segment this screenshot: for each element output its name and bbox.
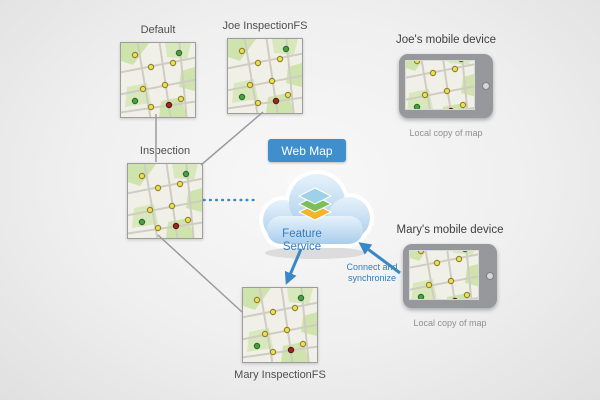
map-node-joe-inspectionfs: Joe InspectionFS [223, 18, 308, 114]
map-thumbnail-mary-inspectionfs [242, 287, 318, 363]
feature-service-label: Feature Service [282, 228, 322, 254]
joe-mobile-device: Joe's mobile device Local copy of map [396, 34, 496, 138]
map-label-inspection: Inspection [139, 145, 191, 157]
mary-tablet-screen [409, 250, 479, 300]
layers-icon [297, 187, 333, 221]
joe-tablet-screen [405, 60, 475, 110]
map-label-default: Default [140, 24, 176, 36]
map-thumbnail-default [120, 42, 196, 118]
mary-tablet-map [410, 251, 478, 299]
map-thumbnail-inspection [127, 163, 203, 239]
joe-device-title: Joe's mobile device [396, 34, 496, 46]
mary-device-title: Mary's mobile device [396, 224, 504, 236]
map-node-inspection: Inspection [126, 143, 204, 239]
mary-tablet [403, 244, 497, 308]
mary-mobile-device: Mary's mobile device Local copy of map [397, 224, 504, 328]
map-node-default: Default [119, 22, 197, 118]
connect-synchronize-label: Connect and synchronize [346, 262, 398, 284]
joe-tablet-home-button [482, 82, 490, 90]
mary-tablet-home-button [486, 272, 494, 280]
joe-device-caption: Local copy of map [409, 128, 483, 138]
mary-device-caption: Local copy of map [413, 318, 487, 328]
map-label-mary-inspectionfs: Mary InspectionFS [234, 369, 326, 381]
map-node-mary-inspectionfs: Mary InspectionFS [234, 287, 326, 383]
joe-tablet-map [406, 61, 474, 109]
joe-tablet [399, 54, 493, 118]
feature-service-cloud [245, 160, 385, 265]
web-map-badge: Web Map [268, 139, 346, 162]
map-label-joe-inspectionfs: Joe InspectionFS [222, 20, 308, 32]
cloud-shape [259, 170, 374, 259]
map-thumbnail-joe-inspectionfs [227, 38, 303, 114]
